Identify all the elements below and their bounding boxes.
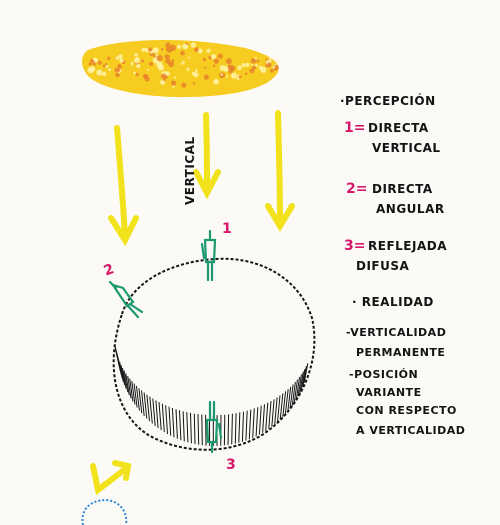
note-1-line2: VERTICAL: [372, 141, 441, 155]
note-2-line2: ANGULAR: [376, 202, 445, 216]
partial-blue-circle: [82, 500, 126, 525]
reality-line-1: -VERTICALIDAD: [346, 326, 446, 339]
reality-line-5: CON RESPECTO: [356, 404, 457, 417]
reality-heading: · REALIDAD: [352, 295, 434, 309]
reality-line-4: VARIANTE: [356, 386, 422, 399]
figure-2-number: 2: [102, 261, 117, 279]
reality-line-3: -POSICIÓN: [349, 368, 418, 381]
ray-middle-arrow: [206, 115, 207, 190]
small-arrow-icon: [93, 463, 128, 490]
note-2-line1: DIRECTA: [372, 182, 433, 196]
ray-left-arrow: [117, 128, 125, 237]
figure-2-person: [110, 282, 142, 317]
sun-icon: [82, 40, 279, 97]
ray-right-arrow: [278, 113, 280, 224]
note-1-number: 1=: [344, 120, 365, 136]
vertical-label: VERTICAL: [183, 136, 197, 205]
note-3-line2: DIFUSA: [356, 259, 410, 273]
note-1-line1: DIRECTA: [368, 121, 429, 135]
figure-1-person: [202, 231, 215, 280]
note-2-number: 2=: [346, 181, 367, 197]
reality-line-6: A VERTICALIDAD: [356, 424, 465, 437]
notes-heading: ·PERCEPCIÓN: [340, 93, 436, 108]
figure-1-number: 1: [222, 221, 232, 237]
note-3-line1: REFLEJADA: [368, 239, 447, 253]
sun-rays: [111, 113, 292, 240]
reality-line-2: PERMANENTE: [356, 346, 445, 359]
notes-panel: ·PERCEPCIÓN 1= DIRECTA VERTICAL 2= DIREC…: [340, 93, 465, 437]
earth-circle: [114, 259, 315, 450]
note-3-number: 3=: [344, 238, 365, 254]
figure-3-number: 3: [226, 457, 236, 473]
